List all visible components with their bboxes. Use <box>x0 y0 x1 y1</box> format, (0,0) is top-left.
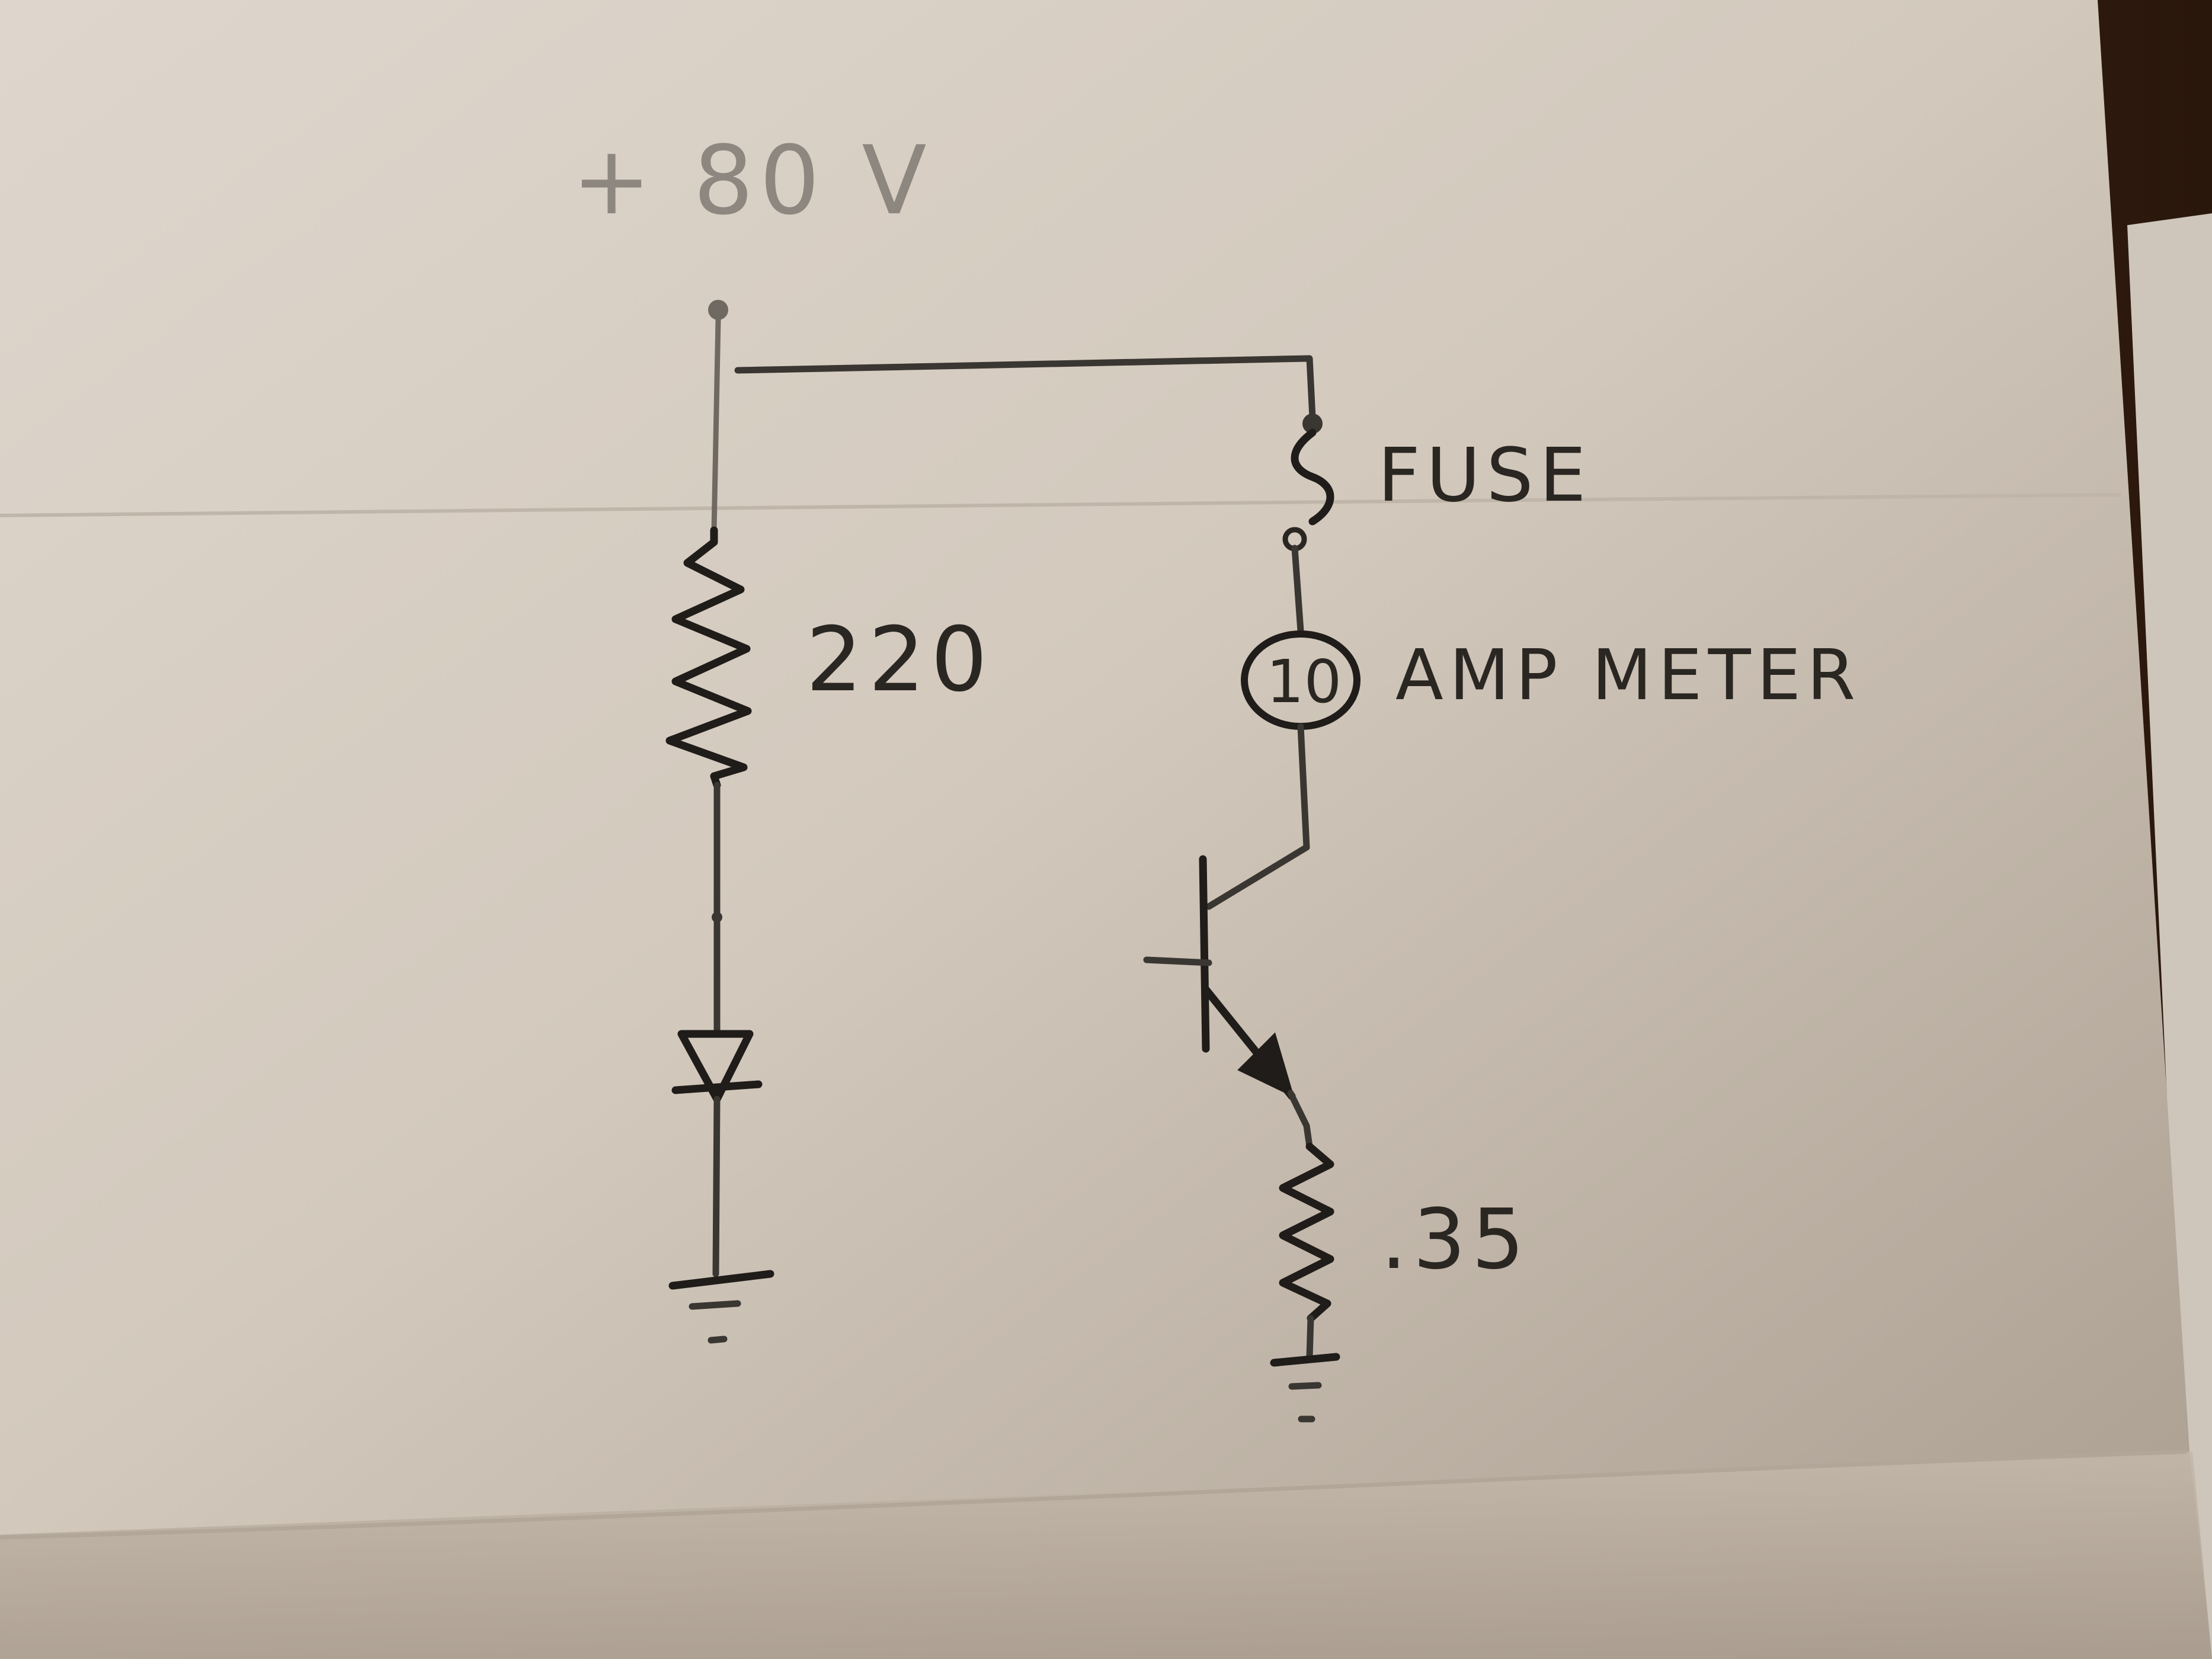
fuse-terminal <box>1302 414 1323 434</box>
wire <box>711 317 721 533</box>
wire <box>1291 545 1304 635</box>
diode-symbol <box>677 1030 754 1103</box>
right-branch: 10 <box>1143 414 1361 1423</box>
resistor-220 <box>665 526 752 789</box>
fold-crease <box>0 493 2122 517</box>
fuse-symbol <box>1291 428 1334 526</box>
resistor-220-label: 220 <box>806 608 993 712</box>
wire <box>1205 723 1310 910</box>
fold-crease <box>0 1449 2187 1540</box>
transistor-base-lead <box>1143 956 1212 966</box>
ground-symbol <box>708 1335 728 1344</box>
ground-symbol <box>668 1270 774 1290</box>
paper-lower-fold <box>0 1452 2212 1659</box>
junction-dot <box>712 912 722 923</box>
transistor-base-bar <box>1199 855 1210 1053</box>
wire <box>1306 1315 1314 1360</box>
ground-symbol <box>689 1300 741 1310</box>
resistor-035-label: .35 <box>1381 1192 1531 1288</box>
left-branch <box>665 317 774 1344</box>
supply-terminal <box>708 300 728 320</box>
ground-symbol <box>1288 1382 1322 1390</box>
ammeter-label: AMP METER <box>1395 634 1861 716</box>
ammeter-value: 10 <box>1266 647 1342 716</box>
supply-voltage-label: + 80 V <box>572 125 933 236</box>
fuse-label: FUSE <box>1378 433 1592 518</box>
diode-bar <box>671 1080 763 1094</box>
wire <box>1287 1090 1313 1150</box>
underlying-sheet <box>2127 213 2212 1659</box>
resistor-035 <box>1279 1142 1334 1322</box>
emitter-arrow-icon <box>1237 1032 1295 1098</box>
wire-top <box>734 355 1316 421</box>
wire <box>712 1096 721 1277</box>
ground-symbol <box>1270 1353 1340 1367</box>
